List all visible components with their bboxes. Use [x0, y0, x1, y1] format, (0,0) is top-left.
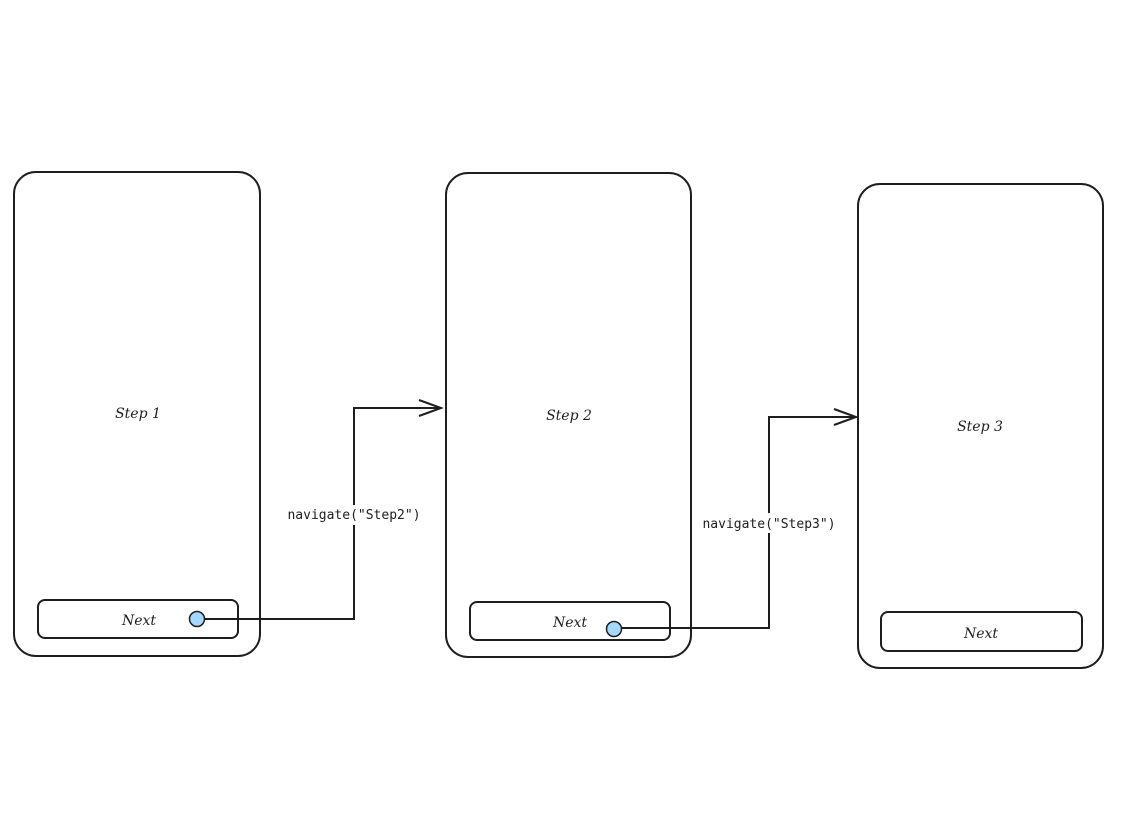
screen-frame	[857, 183, 1104, 669]
label-background	[278, 505, 430, 525]
connection-step1-to-step2[interactable]: navigate("Step2")	[188, 399, 444, 628]
label-background	[693, 513, 845, 533]
next-button-label: Next	[121, 613, 156, 629]
next-button[interactable]: Next	[469, 601, 671, 641]
connection-step2-to-step3[interactable]: navigate("Step3")	[605, 408, 859, 638]
screen-step-1[interactable]: Step 1 Next	[13, 171, 261, 657]
screen-frame	[13, 171, 261, 657]
next-button-label: Next	[552, 615, 587, 631]
arrowhead-icon	[833, 408, 859, 426]
connection-anchor-dot[interactable]	[605, 620, 623, 638]
button-frame	[880, 611, 1083, 652]
screen-title: Step 2	[546, 408, 592, 424]
screen-title: Step 1	[115, 406, 161, 422]
screen-step-2[interactable]: Step 2 Next	[445, 172, 692, 658]
connection-label: navigate("Step3")	[702, 517, 835, 532]
button-frame	[469, 601, 671, 641]
next-button-label: Next	[963, 626, 998, 642]
connection-anchor-dot[interactable]	[188, 610, 206, 628]
arrowhead-icon	[418, 399, 444, 417]
connection-label: navigate("Step2")	[287, 508, 420, 523]
screen-frame	[445, 172, 692, 658]
next-button[interactable]: Next	[880, 611, 1083, 652]
screen-title: Step 3	[957, 419, 1003, 435]
screen-step-3[interactable]: Step 3 Next	[857, 183, 1104, 669]
